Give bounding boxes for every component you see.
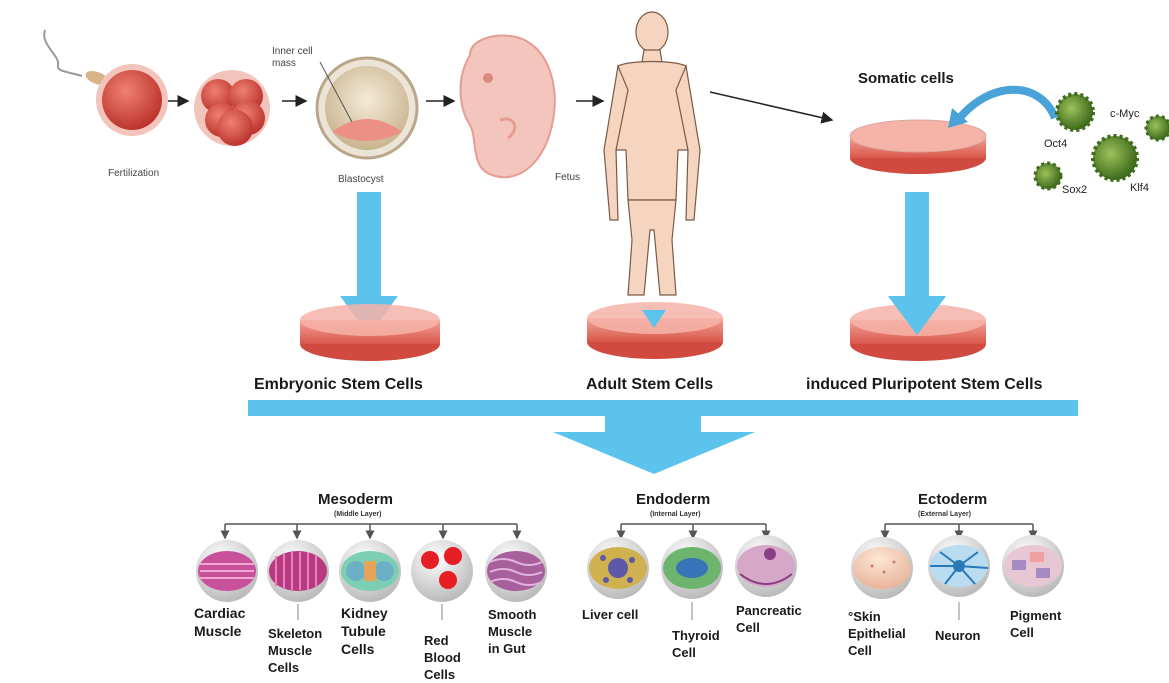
merge-arrow <box>248 400 1078 474</box>
reprogram-curve-arrow <box>958 90 1055 120</box>
somatic-cells-label: Somatic cells <box>858 70 954 87</box>
kidney-tubule-label: Kidney Tubule Cells <box>341 604 388 658</box>
factor-c-myc: c-Myc <box>1110 108 1139 120</box>
ectoderm-sublabel: (External Layer) <box>918 511 971 518</box>
skin-epithelial-label: °Skin Epithelial Cell <box>848 608 906 659</box>
adult-stem-cells-label: Adult Stem Cells <box>586 376 713 394</box>
fertilization-label: Fertilization <box>108 168 159 179</box>
sperm-icon <box>44 30 110 88</box>
human-figure-icon <box>604 12 700 295</box>
endoderm-label: Endoderm <box>636 491 710 508</box>
pigment-cell-icon <box>1002 535 1064 597</box>
germ-layer-brackets <box>225 524 1033 538</box>
inner-cell-mass-label: Inner cell mass <box>272 46 313 70</box>
ipsc-label: induced Pluripotent Stem Cells <box>806 376 1042 394</box>
red-blood-cells-icon <box>411 540 473 602</box>
pancreatic-cell-icon <box>735 535 797 597</box>
fetus-icon <box>461 36 555 178</box>
thyroid-cell-icon <box>661 537 723 599</box>
endoderm-sublabel: (Internal Layer) <box>650 511 701 518</box>
skeleton-muscle-label: Skeleton Muscle Cells <box>268 625 322 676</box>
pancreatic-cell-label: Pancreatic Cell <box>736 602 802 636</box>
liver-cell-label: Liver cell <box>582 606 638 623</box>
smooth-muscle-icon <box>485 540 547 602</box>
neuron-icon <box>928 535 990 597</box>
factor-oct4: Oct4 <box>1044 138 1067 150</box>
embryonic-petri-dish-icon <box>300 304 440 361</box>
somatic-petri-dish-icon <box>850 120 986 174</box>
neuron-label: Neuron <box>935 627 981 644</box>
adult-petri-dish-icon <box>587 302 723 359</box>
ectoderm-label: Ectoderm <box>918 491 987 508</box>
egg-icon <box>96 64 168 136</box>
morula-icon <box>194 70 270 146</box>
mesoderm-sublabel: (Middle Layer) <box>334 511 381 518</box>
red-blood-cells-label: Red Blood Cells <box>424 632 461 683</box>
factor-sox2: Sox2 <box>1062 184 1087 196</box>
cardiac-muscle-label: Cardiac Muscle <box>194 604 245 640</box>
blastocyst-icon <box>317 58 417 158</box>
skin-epithelial-icon <box>851 537 913 599</box>
thyroid-cell-label: Thyroid Cell <box>672 627 720 661</box>
pigment-cell-label: Pigment Cell <box>1010 607 1061 641</box>
kidney-tubule-icon <box>339 540 401 602</box>
fetus-label: Fetus <box>555 172 580 183</box>
smooth-muscle-label: Smooth Muscle in Gut <box>488 606 536 657</box>
arrow-to-somatic <box>710 92 832 120</box>
factor-klf4: Klf4 <box>1130 182 1149 194</box>
liver-cell-icon <box>587 537 649 599</box>
blastocyst-label: Blastocyst <box>338 174 384 185</box>
cardiac-muscle-icon <box>196 540 258 602</box>
mesoderm-label: Mesoderm <box>318 491 393 508</box>
ipsc-petri-dish-icon <box>850 296 986 361</box>
skeleton-muscle-icon <box>267 540 329 602</box>
embryonic-stem-cells-label: Embryonic Stem Cells <box>254 376 423 394</box>
